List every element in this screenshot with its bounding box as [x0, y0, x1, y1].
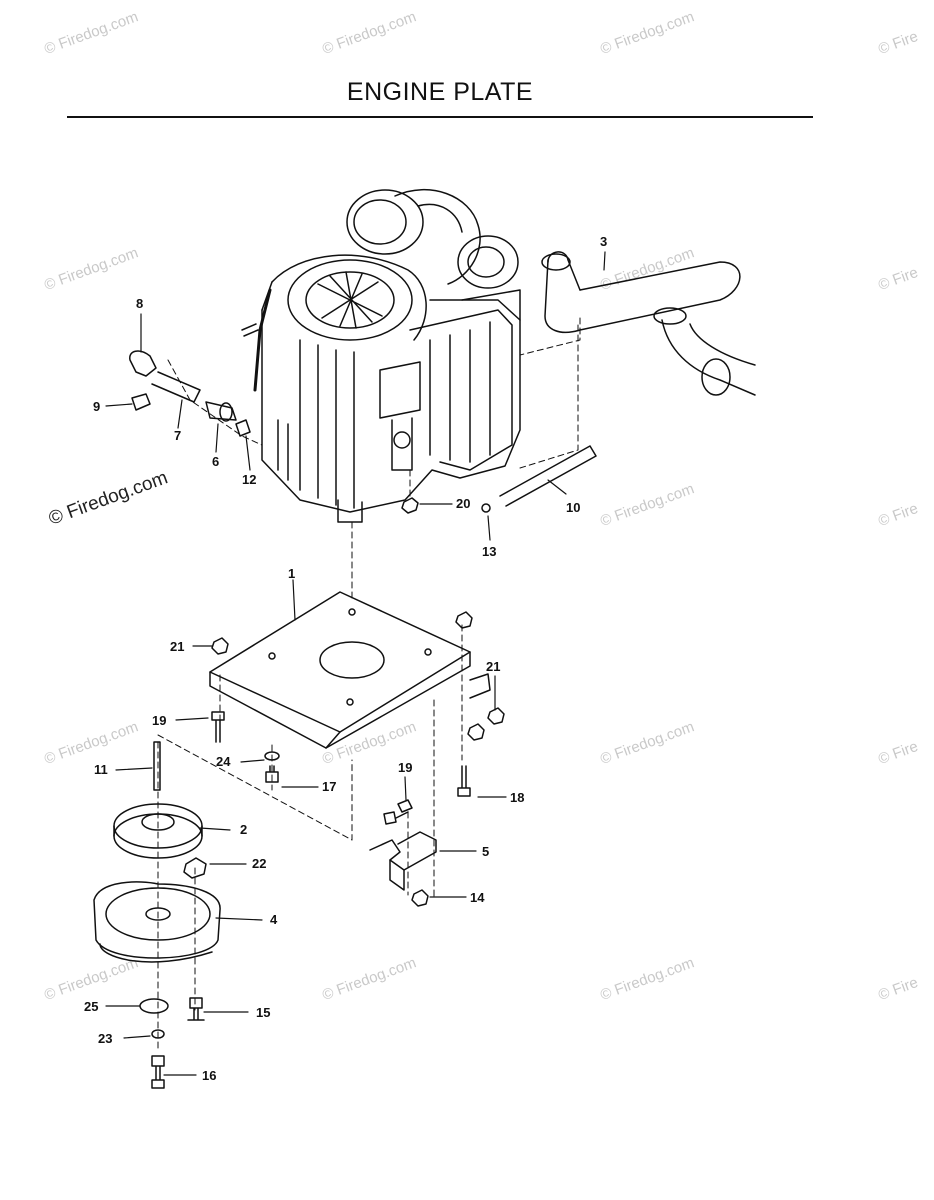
engine-plate-illustration	[209, 591, 505, 749]
part-13	[481, 503, 491, 513]
muffler-illustration	[541, 251, 756, 396]
callout-18: 18	[510, 790, 524, 805]
callout-14: 14	[470, 890, 485, 905]
callout-8: 8	[136, 296, 143, 311]
nut-14	[411, 889, 429, 907]
callout-13: 13	[482, 544, 496, 559]
bolt-19c	[397, 799, 413, 813]
callout-labels: 1 2 3 4 5 6 7 8 9 10 11 12 13 14 15 16 1…	[84, 234, 607, 1083]
washer-23	[151, 1029, 165, 1039]
callout-7: 7	[174, 428, 181, 443]
callout-6: 6	[212, 454, 219, 469]
callout-15: 15	[256, 1005, 270, 1020]
callout-9: 9	[93, 399, 100, 414]
belt-11	[153, 741, 161, 791]
callout-17: 17	[322, 779, 336, 794]
washer-24	[264, 751, 280, 761]
engine-illustration	[241, 188, 521, 523]
callout-2: 2	[240, 822, 247, 837]
oil-drain-fittings	[129, 350, 251, 437]
callout-3: 3	[600, 234, 607, 249]
callout-25: 25	[84, 999, 98, 1014]
bolt-19b	[383, 811, 409, 825]
bolt-17	[265, 765, 279, 783]
callout-21b: 21	[486, 659, 500, 674]
part-20	[401, 497, 419, 514]
callout-19b: 19	[398, 760, 412, 775]
callout-20: 20	[456, 496, 470, 511]
callout-10: 10	[566, 500, 580, 515]
callout-19a: 19	[152, 713, 166, 728]
bolt-19	[211, 711, 225, 743]
callout-5: 5	[482, 844, 489, 859]
callout-1: 1	[288, 566, 295, 581]
callout-22: 22	[252, 856, 266, 871]
clutch-4	[93, 881, 221, 963]
bolt-15	[187, 997, 205, 1021]
callout-16: 16	[202, 1068, 216, 1083]
callout-11: 11	[94, 762, 108, 777]
page-title: ENGINE PLATE	[346, 78, 534, 106]
callout-24: 24	[216, 754, 231, 769]
bracket-5	[369, 831, 437, 871]
bolt-18	[457, 765, 471, 797]
callout-4: 4	[270, 912, 278, 927]
nut-22	[183, 857, 207, 879]
title-underline	[67, 116, 813, 118]
callout-12: 12	[242, 472, 256, 487]
rod-10	[499, 445, 597, 507]
bolt-16	[151, 1055, 165, 1089]
callout-23: 23	[98, 1031, 112, 1046]
washer-25	[139, 998, 169, 1014]
callout-21a: 21	[170, 639, 184, 654]
